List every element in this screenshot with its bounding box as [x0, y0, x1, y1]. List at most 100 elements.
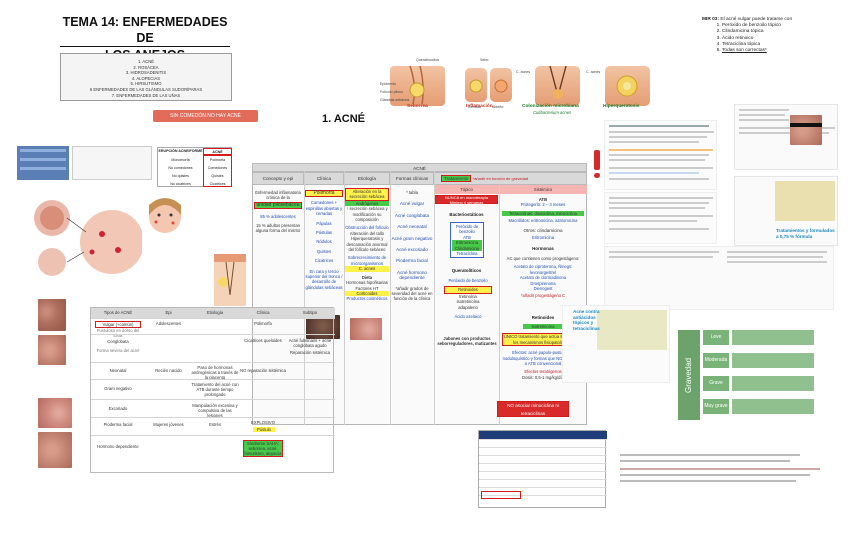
- type-etiologia: Tratamiento del acné con ATB durante tie…: [191, 382, 239, 397]
- patient-face-photo: [790, 115, 822, 145]
- acneiform-header: ERUPCIÓN ACNEIFORME: [158, 149, 203, 153]
- diagram-label: Sebo: [480, 58, 489, 62]
- topico-section-bacterio: Bacteriostáticos: [449, 212, 484, 217]
- diagram-label: Epidermis: [380, 82, 396, 86]
- querato-item: Ácido azelaico: [454, 314, 482, 320]
- types-header: Etiología: [206, 310, 224, 315]
- atb-item: Eritromicina: [531, 235, 555, 241]
- topico-section-querato: Queratolíticos: [451, 268, 482, 273]
- mir-option[interactable]: Clindamicina tópica: [722, 29, 842, 35]
- etiologia-item: Dieta: [361, 274, 373, 280]
- type-epi: Mujeres jóvenes: [153, 422, 184, 427]
- atb-item: Tetraciclinas: doxiciclina, minociclina: [502, 210, 584, 217]
- mir-option[interactable]: Todas son correctas*: [722, 48, 842, 54]
- etiologia-item: Hiperqueratosis y descamación anormal de…: [346, 236, 388, 253]
- text-excerpt-page: [604, 192, 717, 244]
- acneiform-cell: Monomorfa: [171, 158, 190, 162]
- text-excerpt-page: [734, 104, 838, 170]
- toc-item[interactable]: 4. ALOPECIAS: [131, 75, 161, 81]
- topico-bar-sub: Mínimo 4 semanas: [449, 199, 484, 205]
- hormonas-title: Hormonas: [532, 246, 554, 251]
- type-name: Pioderma facial: [103, 422, 133, 427]
- mir-option[interactable]: Ácido retinoico: [722, 36, 842, 42]
- retinoides-item: Efectos teratógenos: [524, 369, 562, 375]
- atb-title: ATB: [538, 197, 548, 202]
- etiologia-item: Obstrucción del folículo: [345, 225, 389, 231]
- formas-note: *añadir grados de severidad del acné en …: [391, 285, 433, 302]
- clinica-item: Cicatrices: [314, 258, 334, 264]
- acne-types-table: Tipos de ACNÉ Epi Etiología Clínica Subt…: [90, 307, 335, 473]
- toc-item[interactable]: 1. ACNÉ: [137, 59, 155, 64]
- toc-item[interactable]: 6 ENFERMEDADES DE LAS GLÁNDULAS SUDORÍPA…: [89, 86, 203, 92]
- etiologia-cell: Alteración en la secreción sebácea Andró…: [345, 188, 389, 302]
- bacterio-item: Peróxido de benzoilo: [455, 224, 479, 235]
- type-name: Gram negativo: [104, 386, 132, 391]
- subheader-topico: Tópico: [434, 185, 499, 194]
- type-extra: Pustuloso en dorso del tórax: [96, 328, 140, 338]
- text-excerpt-page: [604, 246, 834, 310]
- severity-level: Moderada: [703, 353, 729, 368]
- acne-cell: Quistes: [211, 174, 224, 178]
- type-clinica: Síndrome SAHA: seborrea, acné, hirsutism…: [243, 440, 283, 457]
- type-name: Hormono dependiente: [97, 444, 139, 449]
- text-excerpt-page: [734, 176, 838, 246]
- mir-option[interactable]: Tetraciclina tópica: [722, 42, 842, 48]
- clinica-item: Nódulos: [316, 239, 332, 245]
- col-header-tratamiento: Tratamiento *añadir en función de graved…: [434, 172, 587, 185]
- skin-cross-section: [214, 254, 246, 306]
- querato-item: Retinoides: [444, 286, 492, 294]
- cyan-note-1: Tratamientos y formulados a 0,75 % fórmu…: [776, 228, 835, 239]
- acneiform-cell: No cicatrices: [170, 182, 191, 186]
- acne-col: Polimorfa Comedones Quistes Cicatrices: [203, 155, 232, 187]
- stage-sublabel: Cutibacterium acnes: [533, 110, 572, 115]
- bacterio-item: Tetraciclina: [456, 251, 478, 257]
- querato-list: Peróxido de benzoilo Retinoides tretinoí…: [444, 278, 492, 319]
- col-header-clinica: Clínica: [304, 172, 344, 185]
- table-of-contents: 1. ACNÉ 2. ROSÁCEA 3. HIDROSADENITIS 4. …: [60, 53, 232, 101]
- pathogenesis-diagrams: Epidermis Folículo piloso Glándula sebác…: [380, 56, 670, 116]
- acne-cell: Comedones: [207, 166, 228, 170]
- diagram-label: Glándula sebácea: [380, 98, 409, 102]
- severity-level: Grave: [703, 376, 729, 391]
- acneiform-table: ERUPCIÓN ACNEIFORME ACNÉ Monomorfa No co…: [157, 147, 232, 187]
- type-name: Conglobata: [107, 339, 129, 344]
- acne-main-table: [252, 163, 587, 425]
- querato-item: adapaleno: [458, 304, 478, 310]
- etiologia-item: C. acnes: [345, 266, 389, 272]
- type-etiologia: Estrés: [209, 422, 221, 427]
- concepto-highlight: unidad pilosebácea: [254, 201, 302, 210]
- diagram-label: C. acnes: [586, 70, 601, 74]
- hormonas-item: Acetato de ciproterona, Ñinegs: levonorg…: [513, 264, 573, 275]
- type-extra: Forma severa del acné: [96, 348, 140, 353]
- hormonas-item: Dienogest: [533, 286, 553, 292]
- atb-sub: Protegerlo: 2 – 3 meses: [520, 202, 566, 208]
- toc-item[interactable]: 3. HIDROSADENITIS: [125, 70, 167, 76]
- etiologia-item: Productos cosméticos: [346, 296, 388, 302]
- concepto-text: Enfermedad inflamatoria crónica de la: [255, 190, 301, 201]
- retinoides-item: Isotretinoína: [523, 324, 563, 330]
- toc-item[interactable]: 7. ENFERMEDADES DE LAS UÑAS: [111, 92, 181, 98]
- mir-option[interactable]: Peróxido de benzoilo tópico: [722, 23, 842, 29]
- type-etiologia: Paso de hormonas androgénicas a través d…: [191, 365, 239, 380]
- clinica-highlight: Polimorfa: [305, 190, 343, 198]
- treatment-label: Tratamiento: [441, 175, 472, 182]
- toc-item[interactable]: 5. HIRSUTISMO: [130, 81, 162, 87]
- concepto-stat2: 15 % adultos presentan alguna forma del …: [255, 222, 301, 234]
- toc-item[interactable]: 2. ROSÁCEA: [133, 64, 159, 70]
- exclamation-dot-icon: [594, 173, 600, 178]
- stage-hiperqueratosis: Hiperqueratosis: [603, 104, 640, 109]
- acneiform-col: Monomorfa No comedones No quistes No cic…: [158, 156, 203, 188]
- table-top-header: ACNÉ: [252, 163, 587, 172]
- hormonas-item: Acetato de clormadinona: [519, 275, 567, 281]
- acneiform-cell: No quistes: [172, 174, 189, 178]
- mir-question-text: El acné vulgar puede tratarse con: [720, 17, 793, 22]
- hormonas-item: Drospirenona: [530, 280, 556, 286]
- exclamation-icon: [594, 150, 600, 170]
- formas-item: Acné neonatal: [397, 224, 427, 230]
- left-notes-box: [72, 146, 152, 180]
- cyan-note-2: Acne contra antiácidos tópicos y tetraci…: [573, 309, 600, 331]
- concepto-stat1: 85 % adolescentes: [260, 214, 296, 220]
- formas-item: Acné conglobata: [394, 212, 430, 218]
- formas-top: * tabla: [406, 190, 418, 195]
- etiologia-item: Hormonas hipofisarias: [346, 280, 388, 286]
